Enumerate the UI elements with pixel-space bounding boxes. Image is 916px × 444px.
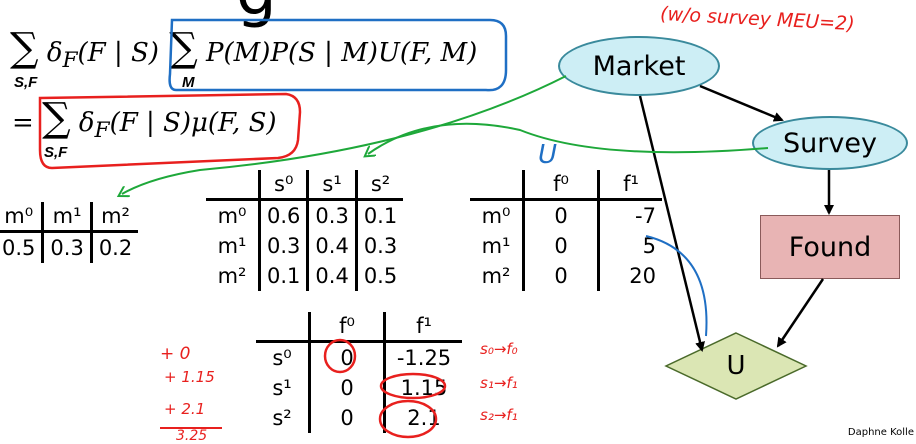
slide-title-fragment: g <box>236 0 277 30</box>
market-value-2: 0.2 <box>98 236 133 260</box>
equation-expected-utility: δF(F | S)μ(F, S) <box>78 108 277 144</box>
market-header-2: m² <box>91 202 139 233</box>
left-sum-total: 3.25 <box>176 428 208 444</box>
survey-node: Survey <box>752 116 908 170</box>
sum-symbol-sf-2: ∑ <box>42 95 71 141</box>
sum-subscript-m: M <box>182 74 195 91</box>
sum-subscript-sf-2: S,F <box>44 144 68 161</box>
table-row: m⁰ 0.6 0.3 0.1 <box>206 199 403 231</box>
table-cell: 0 <box>554 264 568 288</box>
equals-sign: = <box>12 108 34 138</box>
table-row: s² 0 2.1 <box>256 403 462 433</box>
left-sum-2: + 2.1 <box>164 400 206 418</box>
found-node: Found <box>760 215 900 279</box>
survey-col-header: s⁰ <box>259 170 310 201</box>
table-cell: 0 <box>340 376 354 400</box>
sum-symbol-sf: ∑ <box>10 25 39 71</box>
table-cell: 0.6 <box>259 199 310 231</box>
edge-found-utility <box>776 278 825 348</box>
decision-rule-s2: s₂→f₁ <box>480 406 518 424</box>
table-row: s¹ 0 1.15 <box>256 373 462 403</box>
row-label: m² <box>470 261 525 291</box>
green-arrow-market-to-prior <box>122 75 567 194</box>
market-node: Market <box>558 36 720 96</box>
equation-line-2: = ∑ δF(F | S)μ(F, S) <box>12 98 277 143</box>
red-box-expected-utility <box>38 92 302 170</box>
eu-col-header: f⁰ <box>309 312 385 343</box>
table-cell: -1.25 <box>383 341 462 373</box>
table-cell: 20 <box>597 261 662 291</box>
market-prior-table: m⁰ m¹ m² 0.5 0.3 0.2 <box>0 202 139 263</box>
decision-rule-s0: s₀→f₀ <box>480 340 518 358</box>
red-circle-s2f1 <box>378 399 438 439</box>
red-circle-s0f0 <box>323 338 357 374</box>
table-cell: 0 <box>554 204 568 228</box>
market-node-label: Market <box>592 50 686 82</box>
table-cell: -7 <box>597 199 662 231</box>
table-cell: 0.1 <box>363 204 398 228</box>
blue-box-inner-sum <box>168 18 508 92</box>
survey-col-header: s² <box>356 170 404 201</box>
sum-subscript-sf: S,F <box>14 74 38 91</box>
table-cell: 0.5 <box>363 264 398 288</box>
table-row: s⁰ 0 -1.25 <box>256 341 462 373</box>
table-row: m⁰ 0 -7 <box>470 199 662 231</box>
table-cell: 0.3 <box>307 199 358 231</box>
sum-symbol-m: ∑ <box>169 25 198 71</box>
edge-market-utility <box>638 95 705 352</box>
decision-rule-s1: s₁→f₁ <box>480 374 518 392</box>
table-cell: 0.1 <box>259 261 310 291</box>
utility-col-header: f¹ <box>597 170 662 201</box>
table-cell: 0 <box>340 346 354 370</box>
blue-utility-link <box>645 235 708 337</box>
row-label: m¹ <box>206 231 261 261</box>
table-cell: 2.1 <box>383 403 462 433</box>
row-label: s¹ <box>256 373 311 403</box>
survey-col-header: s¹ <box>307 170 358 201</box>
row-label: m⁰ <box>206 199 261 231</box>
author-credit: Daphne Kolle <box>847 427 914 438</box>
row-label: m¹ <box>470 231 525 261</box>
row-label: s² <box>256 403 311 433</box>
equation-line-1: ∑ δF(F | S) ∑ P(M)P(S | M)U(F, M) <box>10 28 477 73</box>
market-header-1: m¹ <box>42 202 93 233</box>
survey-node-label: Survey <box>783 127 877 159</box>
market-value-0: 0.5 <box>0 231 45 263</box>
table-cell: 0 <box>554 234 568 258</box>
edge-market-survey <box>699 84 784 122</box>
equation-decision-rule: δF(F | S) <box>46 38 159 74</box>
found-node-label: Found <box>788 231 872 263</box>
equation-joint-utility: P(M)P(S | M)U(F, M) <box>206 38 478 68</box>
row-label: m⁰ <box>470 199 525 231</box>
table-row: m¹ 0 5 <box>470 231 662 261</box>
market-value-1: 0.3 <box>42 231 93 263</box>
market-header-0: m⁰ <box>0 202 45 233</box>
red-circle-s1f1 <box>379 372 447 400</box>
table-cell: 0.3 <box>259 231 310 261</box>
utility-node-label: U <box>726 351 746 381</box>
table-cell: 0.4 <box>307 231 358 261</box>
left-sum-0: + 0 <box>160 344 191 364</box>
u-table-label: U <box>538 140 558 170</box>
table-cell: 0.3 <box>363 234 398 258</box>
eu-col-header: f¹ <box>383 312 462 343</box>
table-cell: 0.4 <box>307 261 358 291</box>
row-label: m² <box>206 261 261 291</box>
table-row: m² 0 20 <box>470 261 662 291</box>
table-cell: 5 <box>597 231 662 261</box>
table-row: m¹ 0.3 0.4 0.3 <box>206 231 403 261</box>
table-cell: 0 <box>340 406 354 430</box>
utility-table: f⁰ f¹ m⁰ 0 -7 m¹ 0 5 m² 0 20 <box>470 170 662 291</box>
green-arrow-survey-to-cpd <box>368 122 769 154</box>
left-sum-1: + 1.15 <box>164 368 215 386</box>
row-label: s⁰ <box>256 341 311 373</box>
table-row: m² 0.1 0.4 0.5 <box>206 261 403 291</box>
expected-utility-table: f⁰ f¹ s⁰ 0 -1.25 s¹ 0 1.15 s² 0 2.1 <box>256 312 462 433</box>
table-cell: 1.15 <box>383 373 462 403</box>
utility-col-header: f⁰ <box>523 170 599 201</box>
survey-cpd-table: s⁰ s¹ s² m⁰ 0.6 0.3 0.1 m¹ 0.3 0.4 0.3 m… <box>206 170 404 291</box>
